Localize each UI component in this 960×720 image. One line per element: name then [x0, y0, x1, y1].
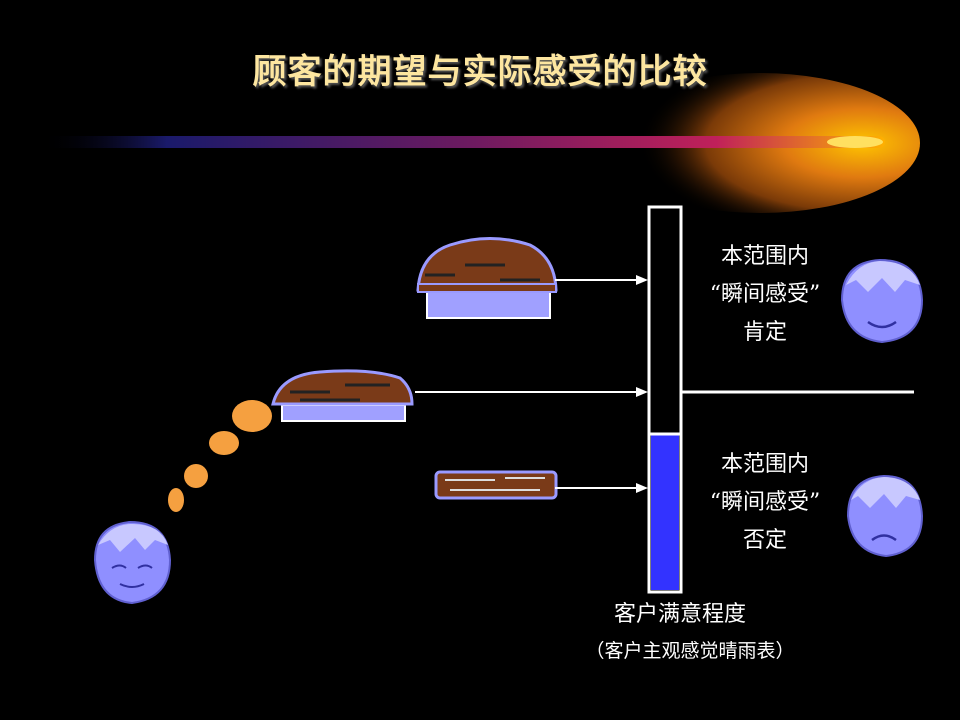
hamburger-small-icon [434, 470, 558, 500]
page-title: 顾客的期望与实际感受的比较 [252, 52, 708, 92]
lower-range-label: 本范围内 “瞬间感受” 否定 [680, 446, 850, 560]
lower-range-line1: 本范围内 [720, 452, 809, 477]
upper-range-line1: 本范围内 [720, 244, 809, 269]
arrow-bottom [555, 483, 648, 493]
upper-range-label: 本范围内 “瞬间感受” 肯定 [680, 238, 850, 352]
happy-face-icon [840, 258, 924, 344]
lower-range-line2: “瞬间感受” [709, 490, 821, 515]
upper-range-line3: 肯定 [742, 320, 787, 345]
arrow-middle [415, 387, 648, 397]
customer-face-icon [93, 520, 172, 605]
arrow-top [555, 275, 648, 285]
comet-core [827, 136, 883, 148]
lower-range-line3: 否定 [742, 528, 787, 553]
satisfaction-bar-fill [651, 434, 679, 590]
bar-caption: 客户满意程度 [613, 602, 746, 627]
hamburger-large-icon [416, 237, 558, 319]
upper-range-line2: “瞬间感受” [709, 282, 821, 307]
thought-bubbles [168, 400, 272, 512]
sad-face-icon [846, 474, 924, 558]
bar-caption-subtitle: （客户主观感觉晴雨表） [585, 640, 795, 662]
comet-streak [40, 136, 885, 148]
hamburger-medium-icon [271, 369, 414, 422]
